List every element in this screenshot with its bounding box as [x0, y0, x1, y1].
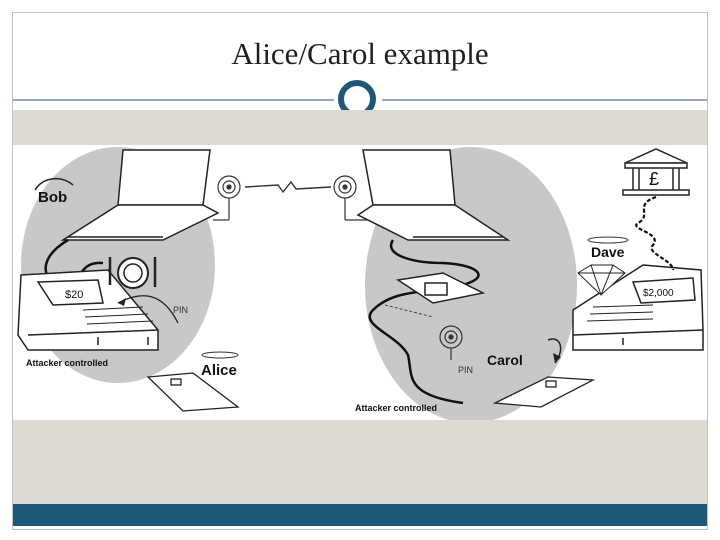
pound-symbol: £ — [649, 169, 659, 189]
left-antenna-icon — [213, 175, 241, 221]
right-attacker-label: Attacker controlled — [355, 403, 437, 413]
beige-band-bottom — [13, 420, 707, 504]
plate-icon — [108, 257, 157, 289]
slide-frame — [12, 12, 708, 530]
dave-halo — [587, 236, 629, 244]
left-attacker-label: Attacker controlled — [26, 358, 108, 368]
relay-link — [384, 304, 434, 318]
carol-antenna-icon — [439, 325, 463, 360]
bob-arrow — [34, 178, 74, 191]
title-rule-left — [13, 99, 338, 101]
beige-band-top — [13, 110, 707, 145]
right-cable — [368, 239, 480, 405]
alice-card — [146, 372, 240, 412]
slide-title: Alice/Carol example — [231, 36, 489, 71]
right-antenna-icon — [333, 175, 368, 221]
carol-card — [492, 376, 596, 408]
left-laptop-icon — [60, 149, 220, 241]
right-laptop-icon — [356, 149, 511, 241]
diamond-icon — [577, 264, 626, 296]
dave-label: Dave — [591, 244, 625, 260]
right-payment-terminal — [572, 264, 704, 351]
left-terminal-display: $20 — [65, 289, 83, 301]
left-payment-terminal — [17, 269, 159, 351]
relay-attack-diagram: $20 PIN PIN — [13, 145, 707, 420]
left-pin-label: PIN — [173, 305, 188, 315]
carol-label: Carol — [487, 352, 523, 368]
title-rule-right — [382, 99, 707, 101]
alice-halo — [201, 351, 239, 359]
relay-card-reader — [395, 272, 486, 304]
footer-bar — [13, 504, 707, 526]
bob-label: Bob — [38, 189, 67, 206]
bank-icon — [622, 148, 690, 196]
right-terminal-display: $2,000 — [643, 288, 674, 299]
bank-link — [635, 195, 675, 271]
right-pin-label: PIN — [458, 365, 473, 375]
alice-label: Alice — [201, 362, 237, 379]
wireless-link — [244, 180, 332, 194]
